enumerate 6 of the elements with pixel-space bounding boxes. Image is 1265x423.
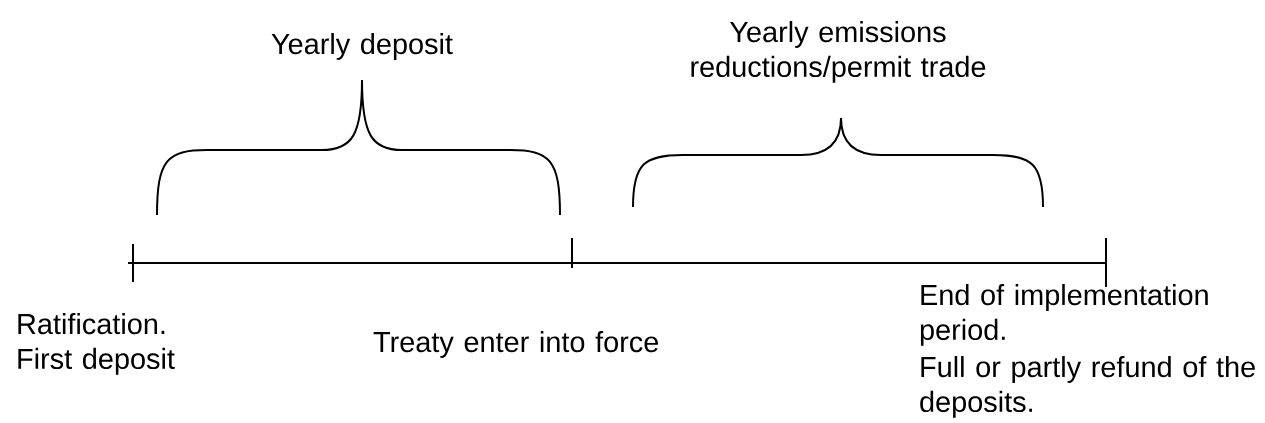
timeline-label: Full or partly refund of the deposits. <box>920 356 1255 418</box>
timeline-label: Yearly deposit <box>271 33 453 60</box>
timeline-label: Ratification. First deposit <box>18 313 175 375</box>
timeline-label: Treaty enter into force <box>373 331 659 358</box>
timeline-label: Yearly emissions reductions/permit trade <box>691 21 986 83</box>
timeline-label: End of implementation period. <box>920 284 1208 346</box>
